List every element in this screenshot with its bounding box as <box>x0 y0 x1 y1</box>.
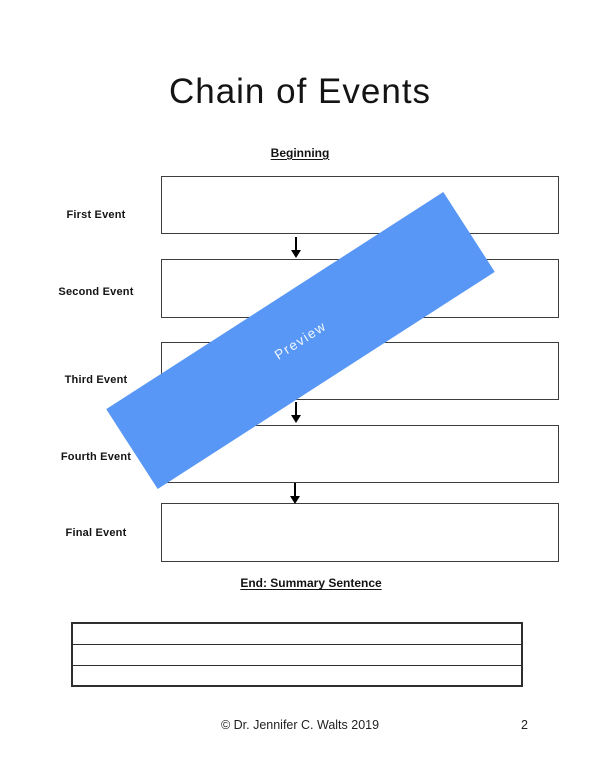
summary-lines-table <box>71 622 523 687</box>
down-arrow-icon <box>289 483 301 504</box>
end-summary-heading: End: Summary Sentence <box>240 576 382 590</box>
page-number: 2 <box>521 718 528 732</box>
beginning-heading: Beginning <box>270 146 330 160</box>
event-label-final: Final Event <box>65 527 127 539</box>
summary-line <box>73 624 521 645</box>
summary-line <box>73 644 521 665</box>
down-arrow-icon <box>290 402 302 423</box>
event-label-fourth: Fourth Event <box>60 451 132 463</box>
event-box-final <box>161 503 559 562</box>
preview-watermark-label: Preview <box>271 318 330 363</box>
event-label-first: First Event <box>66 209 126 221</box>
event-box-first <box>161 176 559 234</box>
event-label-second: Second Event <box>58 286 134 298</box>
page-title: Chain of Events <box>168 72 432 111</box>
event-label-third: Third Event <box>64 374 128 386</box>
footer-copyright: © Dr. Jennifer C. Walts 2019 <box>220 718 380 732</box>
down-arrow-icon <box>290 237 302 258</box>
event-box-fourth <box>161 425 559 483</box>
summary-line <box>73 664 521 685</box>
